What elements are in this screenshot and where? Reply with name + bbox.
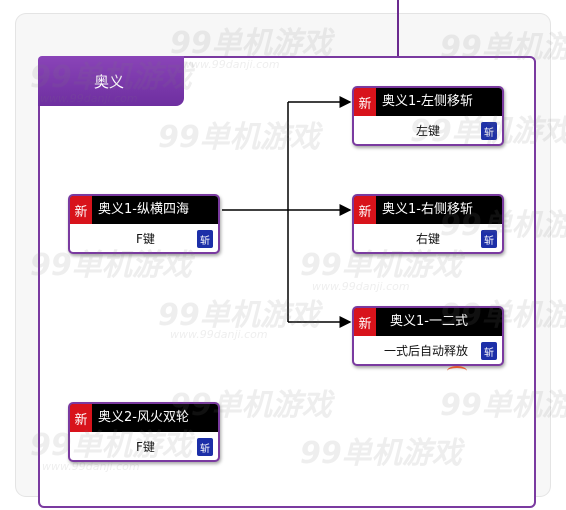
skill-node-right[interactable]: 新 奥义1-右侧移斩 右键 斩 xyxy=(352,194,504,254)
slash-action-badge: 斩 xyxy=(481,342,497,360)
skill-group-tab[interactable]: 奥义 xyxy=(38,56,184,106)
slash-action-badge: 斩 xyxy=(197,438,213,456)
node-header xyxy=(354,308,502,336)
node-title: 奥义1-一二式 xyxy=(390,314,468,329)
node-header xyxy=(354,196,502,224)
skill-node-root[interactable]: 新 奥义1-纵横四海 F键 斩 xyxy=(68,194,220,254)
new-badge: 新 xyxy=(354,308,376,336)
skill-node-ichishiki[interactable]: 新 奥义1-一二式 一式后自动释放 斩 xyxy=(352,306,504,366)
skill-node-second[interactable]: 新 奥义2-风火双轮 F键 斩 xyxy=(68,402,220,462)
new-badge: 新 xyxy=(70,196,92,224)
node-title: 奥义2-风火双轮 xyxy=(98,410,189,425)
node-key: F键 xyxy=(136,440,155,454)
incoming-connector xyxy=(397,0,399,56)
node-key: F键 xyxy=(136,232,155,246)
node-key: 一式后自动释放 xyxy=(384,344,469,358)
node-title: 奥义1-左侧移斩 xyxy=(382,94,473,109)
slash-action-badge: 斩 xyxy=(481,122,497,140)
node-header xyxy=(70,196,218,224)
node-header xyxy=(70,404,218,432)
node-title: 奥义1-右侧移斩 xyxy=(382,202,473,217)
node-title: 奥义1-纵横四海 xyxy=(98,202,189,217)
new-badge: 新 xyxy=(354,196,376,224)
node-header xyxy=(354,88,502,116)
slash-action-badge: 斩 xyxy=(197,230,213,248)
node-key: 左键 xyxy=(416,124,441,138)
skill-group-title: 奥义 xyxy=(94,72,125,91)
slash-action-badge: 斩 xyxy=(481,230,497,248)
new-badge: 新 xyxy=(354,88,376,116)
cursor-mark xyxy=(447,366,467,376)
skill-node-left[interactable]: 新 奥义1-左侧移斩 左键 斩 xyxy=(352,86,504,146)
node-key: 右键 xyxy=(416,232,441,246)
new-badge: 新 xyxy=(70,404,92,432)
